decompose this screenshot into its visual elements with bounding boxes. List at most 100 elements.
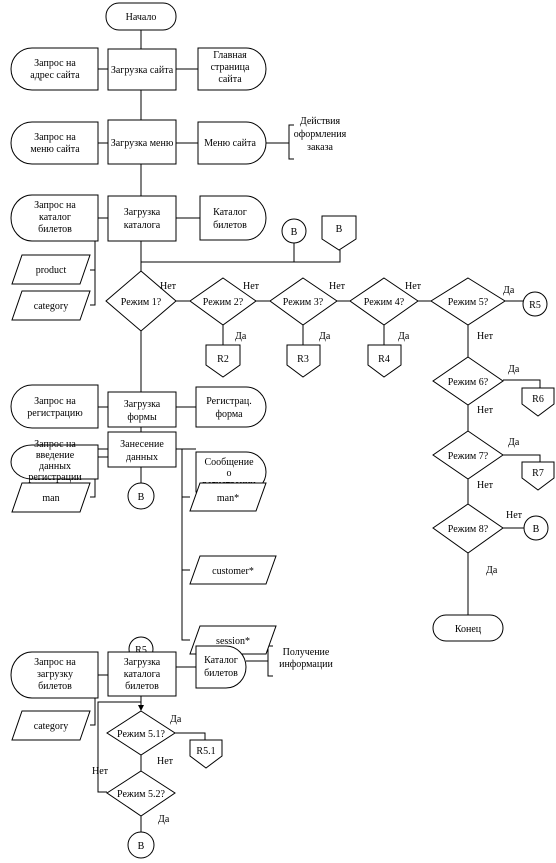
decision-mode6-label: Режим 6? bbox=[448, 377, 489, 388]
label-no-mode1: Нет bbox=[160, 281, 177, 292]
connector-r5-circle: R5 bbox=[522, 291, 548, 317]
data-man-star-label: man* bbox=[217, 493, 239, 504]
label-no-mode2: Нет bbox=[243, 281, 260, 292]
data-session-star-label: session* bbox=[216, 636, 250, 647]
connector-b-mode8-label: B bbox=[533, 524, 540, 535]
process-form: Загрузка формы bbox=[107, 391, 177, 428]
terminal-start-label: Начало bbox=[126, 12, 157, 23]
decision-mode1: Режим 1? bbox=[105, 270, 177, 332]
request-tickets-line2: загрузку bbox=[37, 669, 73, 680]
display-tickets: Каталог билетов bbox=[195, 645, 247, 689]
offpage-r7: R7 bbox=[521, 461, 555, 491]
offpage-r3-label: R3 bbox=[297, 354, 309, 365]
offpage-r4-label: R4 bbox=[378, 354, 390, 365]
request-catalog-line1: Запрос на bbox=[34, 200, 76, 211]
process-entry-line1: Занесение bbox=[120, 439, 164, 450]
request-form: Запрос на регистрацию bbox=[10, 384, 99, 429]
request-form-line2: регистрацию bbox=[27, 408, 83, 419]
decision-mode51: Режим 5.1? bbox=[106, 710, 176, 756]
data-category-tickets: category bbox=[11, 710, 91, 741]
process-entry: Занесение данных bbox=[107, 431, 177, 468]
data-man-label: man bbox=[42, 493, 59, 504]
process-catalog-line1: Загрузка bbox=[124, 207, 161, 218]
request-site: Запрос на адрес сайта bbox=[10, 47, 99, 91]
request-site-line1: Запрос на bbox=[34, 58, 76, 69]
display-menu-label: Меню сайта bbox=[204, 138, 256, 149]
data-category-tickets-label: category bbox=[34, 721, 68, 732]
request-menu-line1: Запрос на bbox=[34, 132, 76, 143]
request-entry-line2: введение bbox=[36, 450, 75, 461]
request-tickets: Запрос на загрузку билетов bbox=[10, 651, 99, 699]
decision-mode2-label: Режим 2? bbox=[203, 297, 244, 308]
note-menu-line1: Действия bbox=[300, 116, 341, 127]
offpage-r7-label: R7 bbox=[532, 468, 544, 479]
connector-lines bbox=[90, 30, 541, 833]
process-entry-line2: данных bbox=[126, 452, 158, 463]
display-form-line2: форма bbox=[215, 409, 243, 420]
note-menu-line2: оформления bbox=[294, 129, 347, 140]
request-entry-line3: данных bbox=[39, 461, 71, 472]
decision-mode52: Режим 5.2? bbox=[106, 770, 176, 817]
offpage-r3: R3 bbox=[286, 344, 321, 378]
decision-mode8: Режим 8? bbox=[432, 503, 504, 554]
branch-labels: Нет Нет Нет Нет Да Да Да Да Нет Да Нет Д… bbox=[92, 281, 523, 825]
data-category-label: category bbox=[34, 301, 68, 312]
decision-mode52-label: Режим 5.2? bbox=[117, 789, 165, 800]
offpage-r51: R5.1 bbox=[189, 739, 223, 769]
display-form: Регистрац. форма bbox=[195, 386, 267, 428]
label-yes-mode8: Да bbox=[486, 565, 498, 576]
display-entry-line2: о bbox=[227, 468, 232, 479]
decision-mode3-label: Режим 3? bbox=[283, 297, 324, 308]
connector-b-mode8: B bbox=[523, 515, 549, 541]
terminal-end-label: Конец bbox=[455, 624, 482, 635]
process-tickets: Загрузка каталога билетов bbox=[107, 651, 177, 697]
process-form-line1: Загрузка bbox=[124, 399, 161, 410]
connector-b-entry: B bbox=[127, 482, 155, 510]
offpage-r6: R6 bbox=[521, 387, 555, 417]
offpage-r4: R4 bbox=[367, 344, 402, 378]
display-tickets-line2: билетов bbox=[204, 668, 238, 679]
note-tickets: Получение информации bbox=[279, 647, 333, 670]
connector-r5-circle-label: R5 bbox=[529, 300, 541, 311]
label-no-mode3: Нет bbox=[329, 281, 346, 292]
decision-mode1-label: Режим 1? bbox=[121, 297, 162, 308]
request-catalog-line2: каталог bbox=[39, 212, 71, 223]
offpage-r51-label: R5.1 bbox=[196, 746, 215, 757]
display-catalog: Каталог билетов bbox=[199, 195, 267, 241]
offpage-r2-label: R2 bbox=[217, 354, 229, 365]
process-site: Загрузка сайта bbox=[107, 48, 177, 91]
decision-mode4: Режим 4? bbox=[349, 277, 419, 326]
request-menu: Запрос на меню сайта bbox=[10, 121, 99, 165]
label-no-mode4: Нет bbox=[405, 281, 422, 292]
decision-mode5-label: Режим 5? bbox=[448, 297, 489, 308]
note-tickets-line1: Получение bbox=[283, 647, 330, 658]
process-catalog: Загрузка каталога bbox=[107, 195, 177, 242]
request-catalog-line3: билетов bbox=[38, 224, 72, 235]
request-tickets-line1: Запрос на bbox=[34, 657, 76, 668]
label-yes-mode4: Да bbox=[398, 331, 410, 342]
decision-mode4-label: Режим 4? bbox=[364, 297, 405, 308]
request-tickets-line3: билетов bbox=[38, 681, 72, 692]
data-product: product bbox=[11, 254, 91, 285]
label-yes-mode7: Да bbox=[508, 437, 520, 448]
data-category: category bbox=[11, 290, 91, 321]
request-entry-line4: регистрации bbox=[28, 472, 82, 483]
terminal-end: Конец bbox=[432, 614, 504, 642]
label-no-mode7: Нет bbox=[477, 480, 494, 491]
display-catalog-line2: билетов bbox=[213, 220, 247, 231]
label-no-mode8: Нет bbox=[506, 510, 523, 521]
process-menu-label: Загрузка меню bbox=[111, 138, 174, 149]
process-tickets-line1: Загрузка bbox=[124, 657, 161, 668]
display-site-line2: страница bbox=[211, 62, 250, 73]
request-catalog: Запрос на каталог билетов bbox=[10, 194, 99, 242]
display-catalog-line1: Каталог bbox=[213, 207, 247, 218]
offpage-r2: R2 bbox=[205, 344, 241, 378]
data-customer-star: customer* bbox=[189, 555, 277, 585]
process-menu: Загрузка меню bbox=[107, 119, 177, 165]
connector-b-circle: B bbox=[281, 218, 307, 244]
decision-mode6: Режим 6? bbox=[432, 356, 504, 406]
process-form-line2: формы bbox=[127, 412, 157, 423]
request-site-line2: адрес сайта bbox=[30, 70, 80, 81]
offpage-r6-label: R6 bbox=[532, 394, 544, 405]
note-menu-line3: заказа bbox=[307, 142, 333, 153]
